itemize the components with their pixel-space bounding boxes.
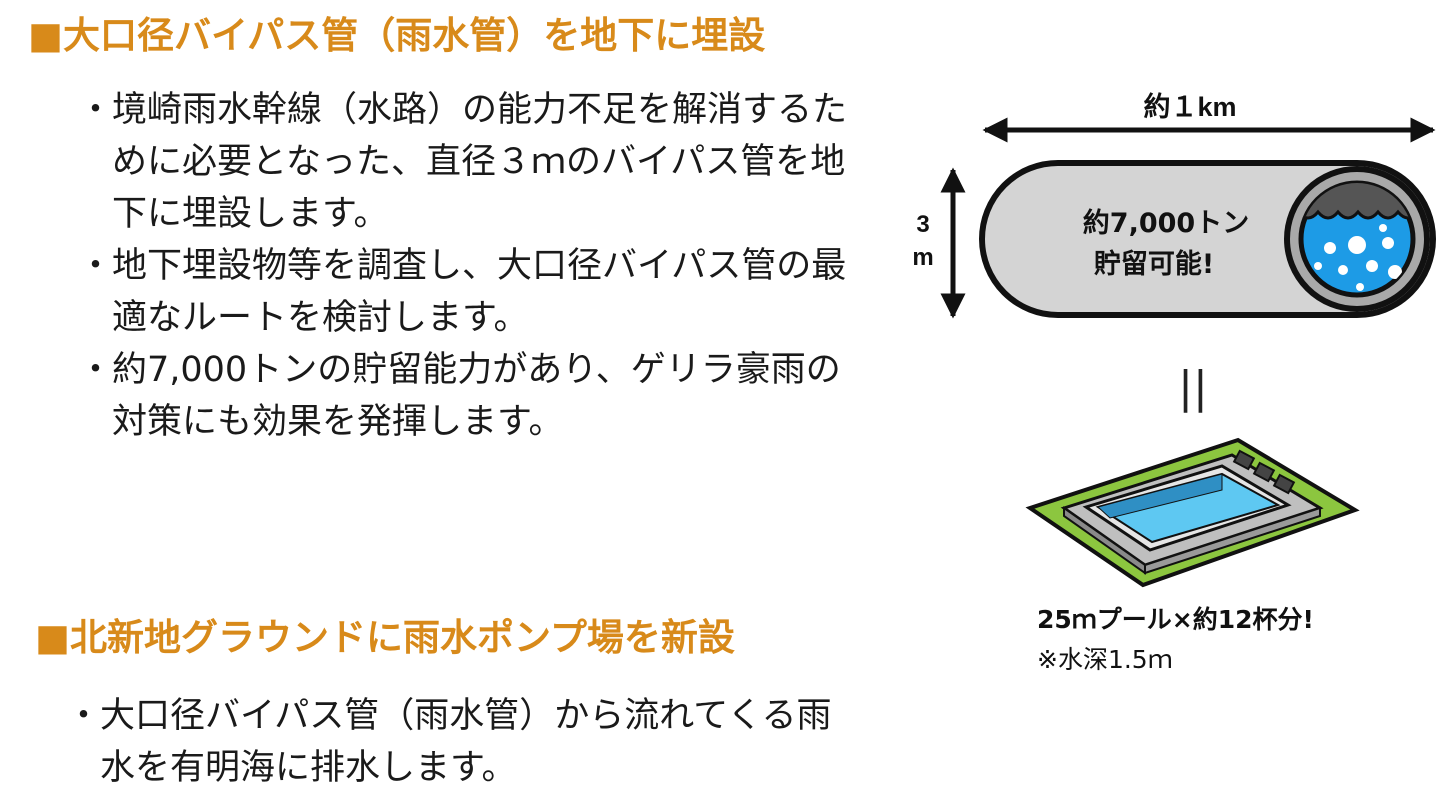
pool-comparison-caption: 25ｍプール×約12杯分! xyxy=(1037,605,1314,634)
section1-heading: ■大口径バイパス管（雨水管）を地下に埋設 xyxy=(28,14,766,57)
bullet-item: 境崎雨水幹線（水路）の能力不足を解消するために必要となった、直径３ｍのバイパス管… xyxy=(78,84,868,240)
length-label: 約１km xyxy=(1143,91,1236,122)
diameter-label-bottom: m xyxy=(912,244,933,271)
diameter-label-top: 3 xyxy=(916,211,929,238)
section2-bullet-list: 大口径バイパス管（雨水管）から流れてくる雨水を有明海に排水します。 xyxy=(66,690,856,794)
swimming-pool-icon xyxy=(1025,437,1360,588)
section1-bullet-list: 境崎雨水幹線（水路）の能力不足を解消するために必要となった、直径３ｍのバイパス管… xyxy=(78,84,868,448)
bullet-item: 約7,000トンの貯留能力があり、ゲリラ豪雨の対策にも効果を発揮します。 xyxy=(78,344,868,448)
equals-sign: || xyxy=(1178,362,1208,413)
capacity-line-2: 貯留可能! xyxy=(1094,248,1214,280)
bullet-item: 地下埋設物等を調査し、大口径バイパス管の最適なルートを検討します。 xyxy=(78,240,868,344)
capacity-line-1: 約7,000トン xyxy=(1083,207,1249,239)
pipe-icon xyxy=(979,160,1436,318)
section2-heading: ■北新地グラウンドに雨水ポンプ場を新設 xyxy=(35,616,735,659)
bullet-item: 大口径バイパス管（雨水管）から流れてくる雨水を有明海に排水します。 xyxy=(66,690,856,794)
pool-depth-note: ※水深1.5ｍ xyxy=(1037,645,1173,674)
